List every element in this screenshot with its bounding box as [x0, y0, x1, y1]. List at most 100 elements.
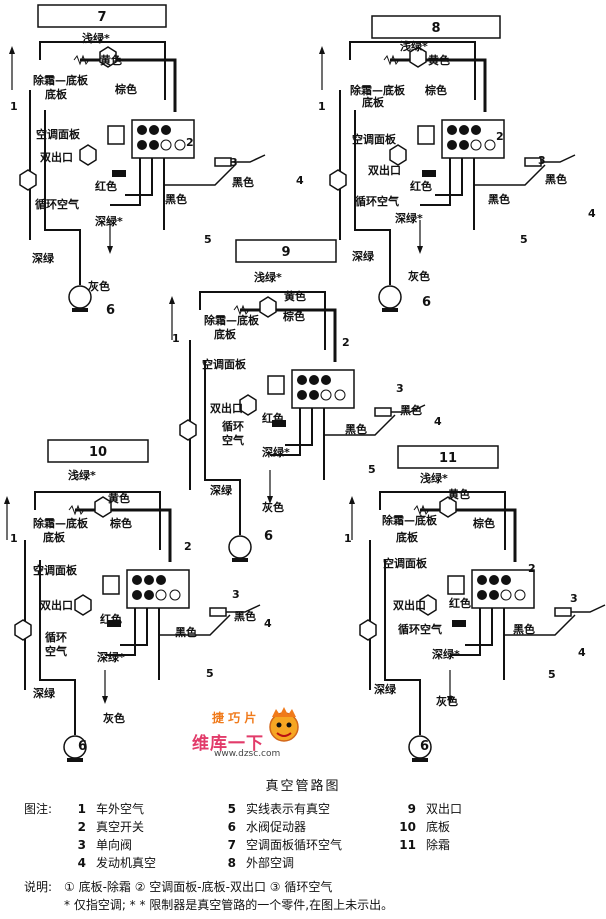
svg-text:6: 6 [420, 739, 429, 754]
d7-floor: 底板 [45, 87, 68, 101]
d11-light-green: 浅绿* [420, 471, 448, 485]
diagram-9-number: 9 [281, 245, 290, 260]
svg-text:6: 6 [78, 739, 87, 754]
mascot-icon [269, 707, 299, 742]
svg-text:6: 6 [106, 303, 115, 318]
svg-text:5: 5 [206, 667, 214, 680]
d7-red: 红色 [95, 179, 117, 193]
d8-red: 红色 [410, 179, 432, 193]
d9-recirc-b: 空气 [222, 433, 244, 447]
svg-text:2: 2 [342, 336, 350, 349]
d11-brown: 棕色 [472, 516, 495, 530]
svg-text:6: 6 [422, 295, 431, 310]
d7-brown: 棕色 [114, 82, 137, 96]
diagram-7-number-box [37, 4, 167, 28]
svg-text:4: 4 [434, 415, 442, 428]
svg-text:4: 4 [578, 646, 586, 659]
d10-ac-panel: 空调面板 [33, 563, 78, 577]
svg-text:5: 5 [204, 233, 212, 246]
svg-text:2: 2 [186, 136, 194, 149]
d11-gray: 灰色 [436, 694, 458, 708]
d10-dark-green: 深绿 [33, 686, 56, 700]
d11-red: 红色 [449, 596, 471, 610]
d9-brown: 棕色 [282, 309, 305, 323]
d10-recirc-b: 空气 [45, 644, 67, 658]
svg-text:3: 3 [570, 592, 578, 605]
d7-yellow: 黄色 [100, 53, 122, 67]
d9-black-b: 黑色 [345, 422, 367, 436]
d10-recirc-a: 循环 [45, 630, 67, 644]
d8-ac-panel: 空调面板 [352, 132, 397, 146]
d9-light-green: 浅绿* [254, 270, 282, 284]
svg-text:5: 5 [368, 463, 376, 476]
d8-light-green: 浅绿* [400, 39, 428, 53]
d10-defrost-floor: 除霜—底板 [33, 516, 89, 530]
diagram-7-number: 7 [97, 10, 106, 25]
d8-brown: 棕色 [424, 83, 447, 97]
d11-defrost-floor: 除霜—底板 [382, 513, 438, 527]
d10-light-green: 浅绿* [68, 468, 96, 482]
d8-black-a: 黑色 [545, 172, 567, 186]
d9-ac-panel: 空调面板 [202, 357, 247, 371]
d9-dark-green-star: 深绿* [262, 445, 290, 459]
diagram-10-number-box [47, 439, 149, 463]
d9-defrost-floor: 除霜—底板 [204, 313, 260, 327]
svg-text:1: 1 [344, 532, 352, 545]
d9-floor: 底板 [214, 327, 237, 341]
d7-dual-outlet: 双出口 [40, 150, 73, 164]
svg-text:1: 1 [172, 332, 180, 345]
svg-text:3: 3 [230, 156, 238, 169]
d11-dark-green: 深绿 [374, 682, 397, 696]
diagram-8-number: 8 [431, 21, 440, 36]
d10-floor: 底板 [43, 530, 66, 544]
vacuum-diagram-canvas: 7 8 9 10 11 浅绿* 黄色 除霜—底板 底板 棕色 空调面板 双出口 … [2, 4, 606, 764]
d11-black: 黑色 [513, 622, 535, 636]
d9-recirc-a: 循环 [222, 419, 244, 433]
d8-recirc: 循环空气 [355, 194, 399, 208]
svg-text:4: 4 [588, 207, 596, 220]
svg-text:3: 3 [232, 588, 240, 601]
d7-dark-green-star: 深绿* [95, 214, 123, 228]
d7-ac-panel: 空调面板 [36, 127, 81, 141]
d10-black-a: 黑色 [234, 609, 256, 623]
watermark-url: www.dzsc.com [214, 749, 281, 759]
d9-red: 红色 [262, 411, 284, 425]
svg-text:6: 6 [264, 529, 273, 544]
d7-black-a: 黑色 [232, 175, 254, 189]
svg-text:3: 3 [538, 154, 546, 167]
diagram-8 [317, 40, 577, 314]
svg-text:5: 5 [520, 233, 528, 246]
d11-yellow: 黄色 [448, 487, 470, 501]
d7-recirc: 循环空气 [35, 197, 79, 211]
svg-text:1: 1 [318, 100, 326, 113]
diagram-11-number: 11 [439, 451, 457, 466]
diagram-11 [347, 490, 606, 764]
d10-dark-green-star: 深绿* [97, 650, 125, 664]
d8-floor: 底板 [362, 95, 385, 109]
svg-text:4: 4 [264, 617, 272, 630]
legend-note-line2: * 仅指空调; * * 限制器是真空管路的一个零件,在图上未示出。 [64, 898, 394, 912]
d8-dark-green: 深绿 [352, 249, 375, 263]
d8-gray: 灰色 [408, 269, 430, 283]
diagram-title: 真空管路图 [265, 779, 341, 794]
svg-text:1: 1 [10, 100, 18, 113]
d10-gray: 灰色 [103, 711, 125, 725]
d8-defrost-floor: 除霜—底板 [350, 83, 406, 97]
svg-text:2: 2 [496, 130, 504, 143]
d10-dual-outlet: 双出口 [40, 598, 73, 612]
watermark: 捷 巧 片 维库一下 www.dzsc.com [182, 705, 332, 765]
d7-dark-green: 深绿 [32, 251, 55, 265]
d7-defrost-floor: 除霜—底板 [33, 73, 89, 87]
d10-black-b: 黑色 [175, 625, 197, 639]
svg-text:3: 3 [396, 382, 404, 395]
svg-text:1: 1 [10, 532, 18, 545]
